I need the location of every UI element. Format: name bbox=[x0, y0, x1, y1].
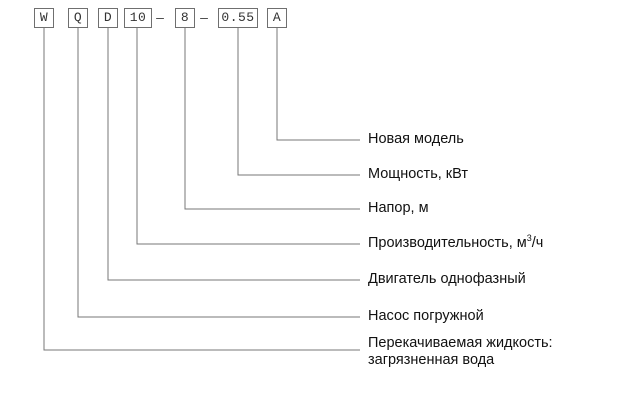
code-segment-q: Q bbox=[68, 8, 88, 28]
code-separator: – bbox=[156, 9, 164, 25]
leader-line-power bbox=[237, 28, 360, 176]
label-model: Новая модель bbox=[368, 131, 464, 147]
code-segment-flow: 10 bbox=[124, 8, 152, 28]
code-segment-head: 8 bbox=[175, 8, 195, 28]
leader-line-model bbox=[276, 28, 360, 141]
code-segment-power: 0.55 bbox=[218, 8, 258, 28]
code-segment-w: W bbox=[34, 8, 54, 28]
label-flow-superscript: 3 bbox=[526, 233, 532, 243]
code-segment-d: D bbox=[98, 8, 118, 28]
leader-line-d bbox=[107, 28, 360, 281]
label-flow: Производительность, м3/ч bbox=[368, 233, 544, 252]
code-segment-model: A bbox=[267, 8, 287, 28]
label-flow-text: Производительность, м bbox=[368, 235, 527, 251]
label-flow-unit: /ч bbox=[531, 235, 544, 251]
leader-line-w bbox=[43, 28, 360, 351]
code-separator: – bbox=[200, 9, 208, 25]
label-q: Насос погружной bbox=[368, 308, 484, 324]
label-head: Напор, м bbox=[368, 200, 429, 216]
label-d: Двигатель однофазный bbox=[368, 271, 526, 287]
label-w-line1: Перекачиваемая жидкость: bbox=[368, 335, 553, 351]
label-w-line2: загрязненная вода bbox=[368, 352, 495, 368]
label-power: Мощность, кВт bbox=[368, 166, 468, 182]
leader-line-head bbox=[184, 28, 360, 210]
leader-line-q bbox=[77, 28, 360, 318]
leader-line-flow bbox=[136, 28, 360, 245]
